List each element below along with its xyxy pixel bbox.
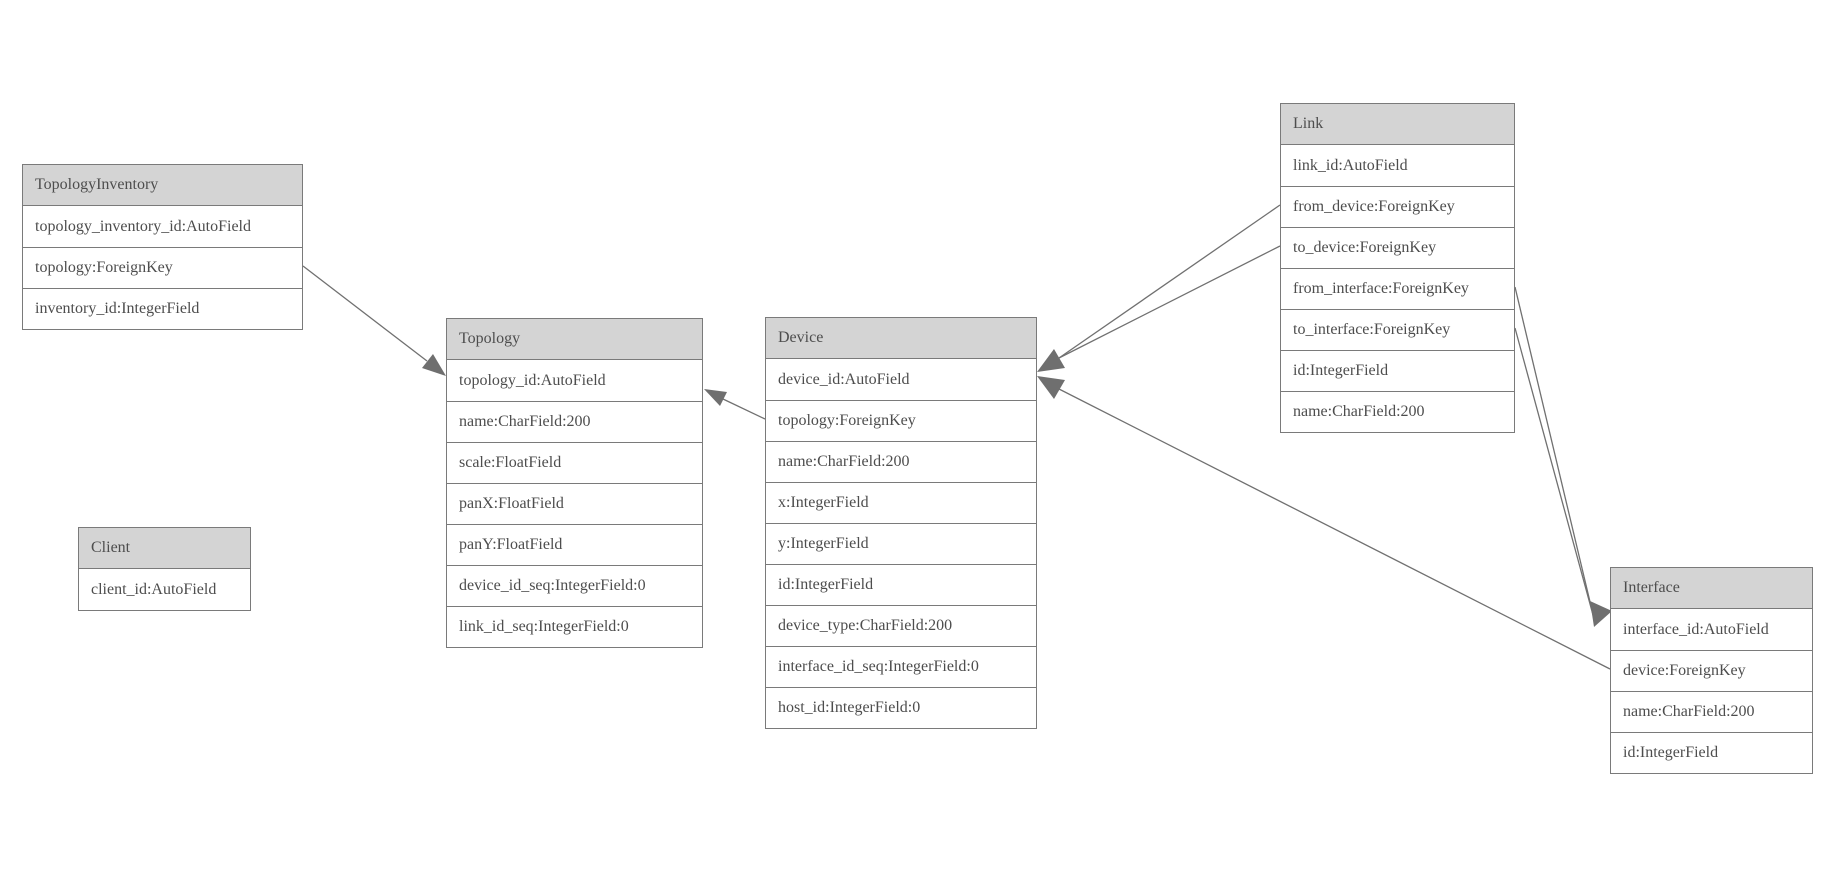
field-row: y:IntegerField (766, 523, 1036, 564)
field-row: name:CharField:200 (1281, 391, 1514, 432)
field-row: interface_id:AutoField (1611, 609, 1812, 650)
arrowhead-into-topology-left (422, 354, 446, 376)
field-row: host_id:IntegerField:0 (766, 687, 1036, 728)
entity-client: Client client_id:AutoField (78, 527, 251, 611)
field-row: interface_id_seq:IntegerField:0 (766, 646, 1036, 687)
field-row: device_id:AutoField (766, 359, 1036, 400)
field-row: id:IntegerField (766, 564, 1036, 605)
entity-device-title: Device (766, 318, 1036, 359)
field-row: id:IntegerField (1281, 350, 1514, 391)
field-row: to_interface:ForeignKey (1281, 309, 1514, 350)
field-row: device:ForeignKey (1611, 650, 1812, 691)
field-row: device_id_seq:IntegerField:0 (447, 565, 702, 606)
arrowhead-into-topology-right (704, 389, 727, 406)
entity-topologyinventory-title: TopologyInventory (23, 165, 302, 206)
field-row: inventory_id:IntegerField (23, 288, 302, 329)
arrowhead-into-device-upper (1037, 349, 1065, 372)
field-row: topology:ForeignKey (766, 400, 1036, 441)
field-row: link_id:AutoField (1281, 145, 1514, 186)
field-row: to_device:ForeignKey (1281, 227, 1514, 268)
field-row: from_device:ForeignKey (1281, 186, 1514, 227)
field-row: id:IntegerField (1611, 732, 1812, 773)
entity-client-title: Client (79, 528, 250, 569)
field-row: scale:FloatField (447, 442, 702, 483)
arrowhead-into-device-lower (1037, 376, 1065, 399)
connector-link-frominterface-interface (1514, 286, 1592, 607)
connector-link-tointerface-interface (1514, 327, 1594, 616)
connector-link-todevice-device (1058, 245, 1281, 359)
field-row: from_interface:ForeignKey (1281, 268, 1514, 309)
entity-interface-title: Interface (1611, 568, 1812, 609)
field-row: name:CharField:200 (447, 401, 702, 442)
field-row: panX:FloatField (447, 483, 702, 524)
connector-link-fromdevice-device (1058, 204, 1281, 359)
entity-link-title: Link (1281, 104, 1514, 145)
field-row: topology_inventory_id:AutoField (23, 206, 302, 247)
field-row: client_id:AutoField (79, 569, 250, 610)
field-row: panY:FloatField (447, 524, 702, 565)
field-row: name:CharField:200 (766, 441, 1036, 482)
connector-device-topology (722, 398, 766, 420)
entity-topologyinventory: TopologyInventory topology_inventory_id:… (22, 164, 303, 330)
field-row: topology:ForeignKey (23, 247, 302, 288)
field-row: x:IntegerField (766, 482, 1036, 523)
field-row: topology_id:AutoField (447, 360, 702, 401)
connector-topologyinventory-topology (302, 265, 428, 362)
entity-topology-title: Topology (447, 319, 702, 360)
entity-client-fields: client_id:AutoField (79, 569, 250, 610)
field-row: link_id_seq:IntegerField:0 (447, 606, 702, 647)
field-row: name:CharField:200 (1611, 691, 1812, 732)
field-row: device_type:CharField:200 (766, 605, 1036, 646)
arrowhead-into-interface (1590, 601, 1612, 627)
